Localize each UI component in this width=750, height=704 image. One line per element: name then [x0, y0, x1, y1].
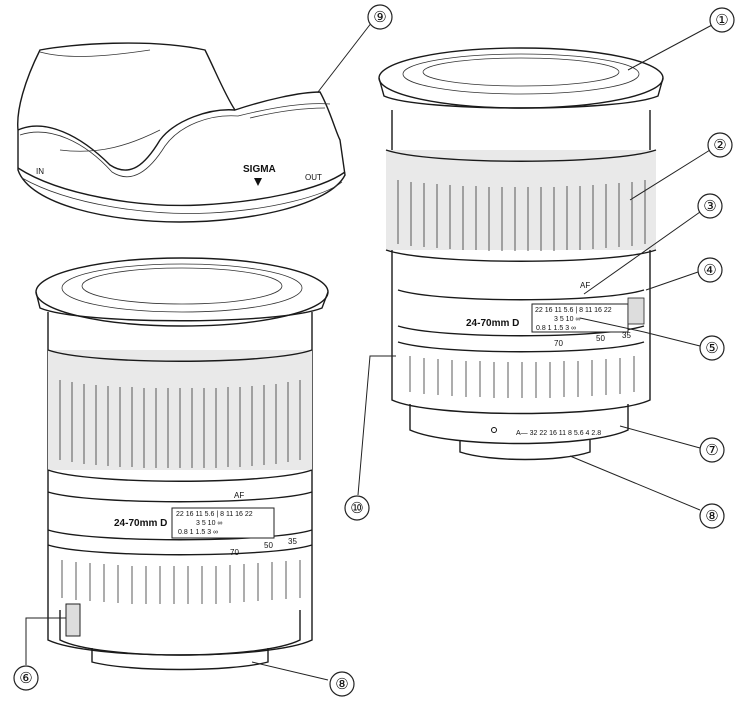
callout-10-circle — [344, 495, 370, 521]
right-focal-mark-35: 35 — [622, 331, 631, 340]
focus-mode-switch — [65, 603, 81, 637]
callout-8-right-label: ⑧ — [705, 507, 718, 525]
right-af-label: AF — [580, 281, 590, 290]
callout-9-label: ⑨ — [373, 8, 386, 26]
focus-ring-ribs-right — [409, 356, 635, 398]
left-distance-window — [171, 507, 275, 539]
zoom-ring-ribs-left — [59, 380, 301, 468]
callout-10-label: ⑩ — [350, 499, 363, 517]
right-focal-mark-70: 70 — [554, 339, 563, 348]
callouts: ① ② ③ ④ ⑤ ⑥ ⑦ ⑧ ⑧ ⑨ — [13, 4, 735, 697]
right-distance-feet: 3 5 10 ∞ — [554, 316, 580, 323]
hood-index-triangle-icon — [254, 178, 262, 186]
callout-6-circle — [13, 665, 39, 691]
left-distance-m: 0.8 1 1.5 3 ∞ — [178, 529, 218, 536]
left-distance-feet: 3 5 10 ∞ — [196, 520, 222, 527]
callout-1-circle — [709, 7, 735, 33]
right-aperture-scale: 22 16 11 5.6 | 8 11 16 22 — [535, 307, 612, 314]
hood-in-label: IN — [36, 167, 44, 176]
hood-brand-logo: SIGMA — [243, 164, 276, 175]
callout-2-label: ② — [713, 136, 726, 154]
right-focal-mark-50: 50 — [596, 334, 605, 343]
callout-2-circle — [707, 132, 733, 158]
lens-right: AF 24-70mm D 22 16 11 5.6 | 8 11 16 22 3… — [378, 47, 664, 461]
right-model-label: 24-70mm D — [466, 318, 519, 329]
left-focal-mark-50: 50 — [264, 541, 273, 550]
right-distance-m: 0.8 1 1.5 3 ∞ — [536, 325, 576, 332]
left-af-label: AF — [234, 491, 244, 500]
hood-out-label: OUT — [305, 173, 322, 182]
left-focal-mark-70: 70 — [230, 548, 239, 557]
right-side-switch — [627, 297, 645, 325]
callout-7-circle — [699, 437, 725, 463]
left-focal-mark-35: 35 — [288, 537, 297, 546]
callout-5-label: ⑤ — [705, 339, 718, 357]
callout-8-left-label: ⑧ — [335, 675, 348, 693]
callout-5-circle — [699, 335, 725, 361]
lens-left: AF 24-70mm D 22 16 11 5.6 | 8 11 16 22 3… — [35, 257, 329, 671]
lens-hood: IN SIGMA OUT — [17, 42, 346, 223]
aperture-ring-scale: A— 32 22 16 11 8 5.6 4 2.8 — [516, 430, 601, 437]
callout-7-label: ⑦ — [705, 441, 718, 459]
zoom-ring-ribs-right — [397, 180, 646, 251]
focus-ring-ribs-left — [61, 560, 301, 604]
callout-4-circle — [697, 257, 723, 283]
callout-4-label: ④ — [703, 261, 716, 279]
callout-3-label: ③ — [703, 197, 716, 215]
callout-8-right-circle — [699, 503, 725, 529]
callout-1-label: ① — [715, 11, 728, 29]
left-model-label: 24-70mm D — [114, 518, 167, 529]
callout-8-left-circle — [329, 671, 355, 697]
callout-9-circle — [367, 4, 393, 30]
callout-6-label: ⑥ — [19, 669, 32, 687]
callout-3-circle — [697, 193, 723, 219]
mount-index-dot-icon — [491, 427, 497, 433]
left-aperture-scale: 22 16 11 5.6 | 8 11 16 22 — [176, 511, 253, 518]
